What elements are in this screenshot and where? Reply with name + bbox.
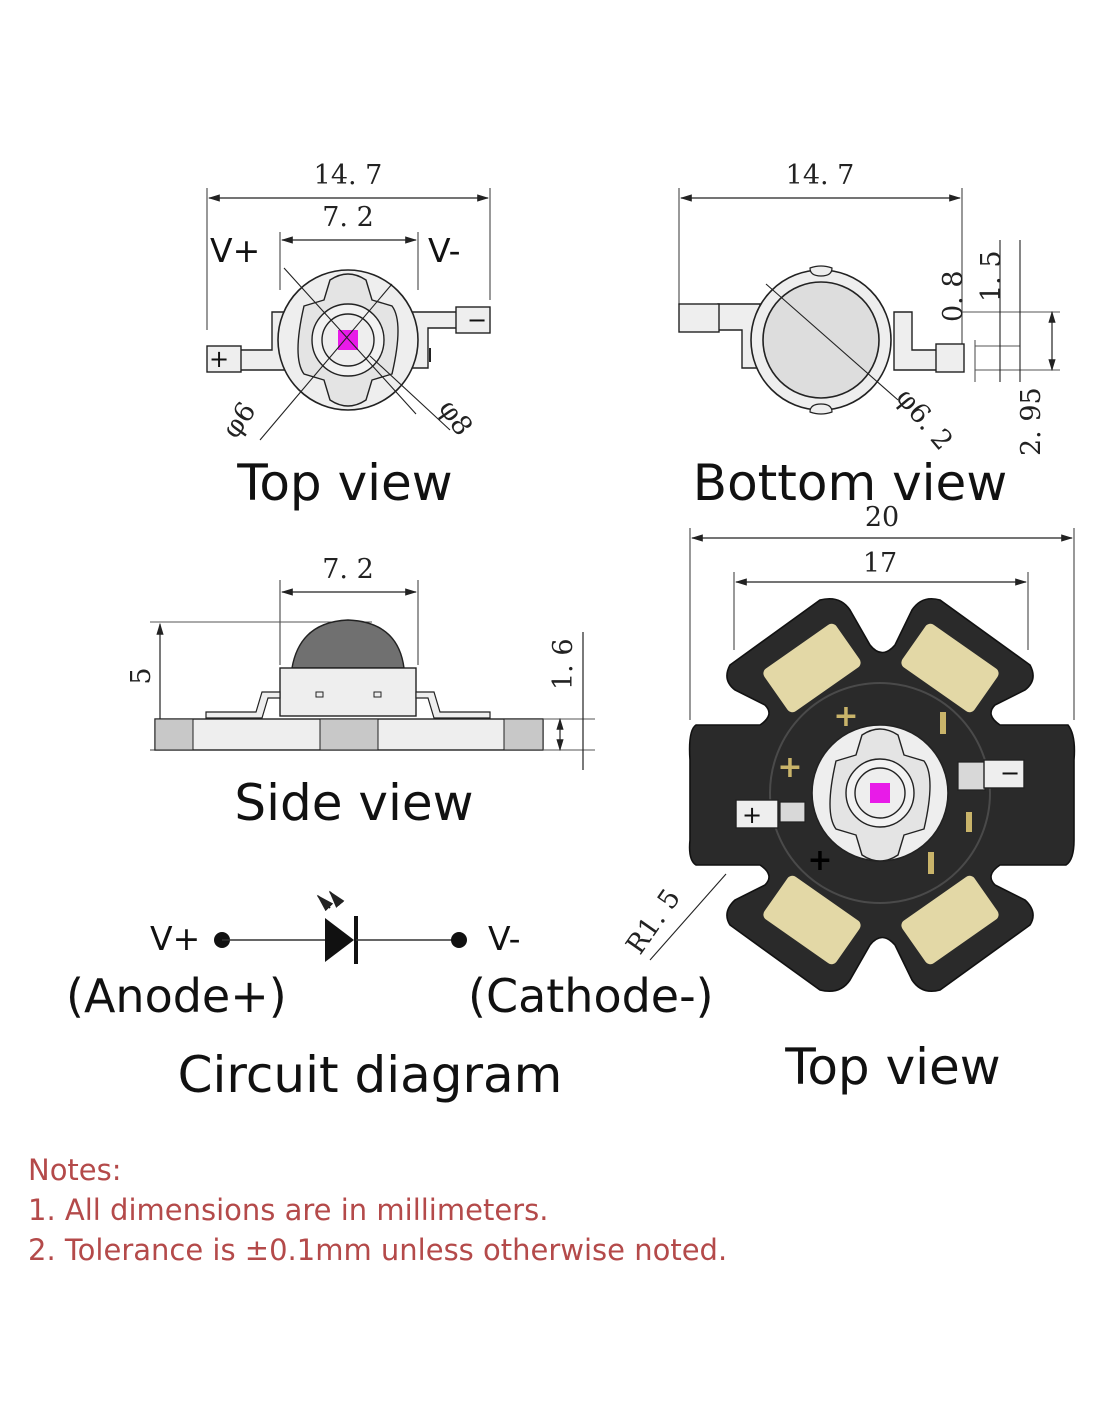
diode-symbol — [325, 918, 354, 962]
top-view-emitter: 14. 7 7. 2 V+ V- + − φ6 φ8 Top view — [206, 160, 491, 512]
pin-plus-text: + — [209, 345, 229, 373]
star-pad-minus — [983, 759, 1025, 789]
star-pin-plus: + — [742, 801, 762, 829]
bottom-view: 14. 7 φ6. 2 0. 8 1. 5 2. 95 Bottom view — [678, 160, 1060, 512]
notes-line1: 1. All dimensions are in millimeters. — [28, 1193, 549, 1227]
pin-pad-plus — [206, 345, 242, 373]
side-dim-base: 1. 6 — [548, 638, 579, 690]
circuit-diagram: V+ V- (Anode+) (Cathode-) Circuit diagra… — [66, 890, 714, 1104]
star-pad-plus — [735, 799, 779, 829]
pin-pad-minus — [455, 306, 491, 334]
bottom-dim-08: 0. 8 — [938, 270, 969, 322]
label-vplus: V+ — [210, 231, 260, 270]
star-pin-minus: − — [1000, 759, 1020, 787]
circuit-title: Circuit diagram — [178, 1046, 563, 1104]
star-board-view: 20 17 + + + + − R1. 5 Top view — [620, 502, 1076, 1096]
gold-pad-bl — [763, 875, 861, 965]
side-dim-width: 7. 2 — [322, 554, 374, 585]
dia-outer: φ8 — [432, 394, 478, 441]
lead-right — [411, 311, 459, 369]
gold-pad-br — [901, 875, 999, 965]
side-view-title: Side view — [234, 774, 473, 832]
top-view-title: Top view — [236, 454, 452, 512]
bottom-dia: φ6. 2 — [890, 383, 959, 457]
bottom-pad-right — [935, 343, 965, 373]
thermal-pad — [762, 281, 880, 399]
notes-heading: Notes: — [28, 1153, 122, 1187]
dim-overall: 14. 7 — [314, 160, 383, 191]
svg-text:+: + — [777, 750, 802, 785]
circuit-vplus: V+ — [150, 919, 200, 958]
star-dim-20: 20 — [865, 502, 899, 533]
circuit-cathode: (Cathode-) — [468, 969, 714, 1023]
label-vminus: V- — [428, 231, 461, 270]
side-view: 7. 2 5 1. 6 Side view — [126, 554, 595, 832]
circuit-vminus: V- — [488, 919, 521, 958]
notes-line2: 2. Tolerance is ±0.1mm unless otherwise … — [28, 1233, 728, 1267]
star-dim-17: 17 — [863, 548, 897, 579]
star-led-die — [870, 783, 890, 803]
notes-block: Notes: 1. All dimensions are in millimet… — [28, 1150, 727, 1270]
star-view-title: Top view — [784, 1038, 1000, 1096]
pin-minus-text: − — [467, 306, 487, 334]
side-dim-height: 5 — [126, 667, 157, 684]
bottom-dim-295: 2. 95 — [1016, 387, 1047, 456]
bottom-dim-15: 1. 5 — [976, 250, 1007, 302]
gold-pad-tl — [763, 623, 861, 713]
svg-text:+: + — [833, 699, 858, 734]
dim-lens: 7. 2 — [322, 202, 374, 233]
gold-pad-tr — [901, 623, 999, 713]
svg-text:+: + — [807, 843, 832, 878]
bottom-pad-left — [678, 303, 720, 333]
side-body — [279, 667, 417, 717]
bottom-view-title: Bottom view — [693, 454, 1007, 512]
star-radius: R1. 5 — [620, 883, 687, 960]
bottom-dim-overall: 14. 7 — [786, 160, 855, 191]
circuit-anode: (Anode+) — [66, 969, 287, 1023]
dia-inner: φ6 — [216, 397, 262, 444]
side-dome — [291, 619, 405, 669]
